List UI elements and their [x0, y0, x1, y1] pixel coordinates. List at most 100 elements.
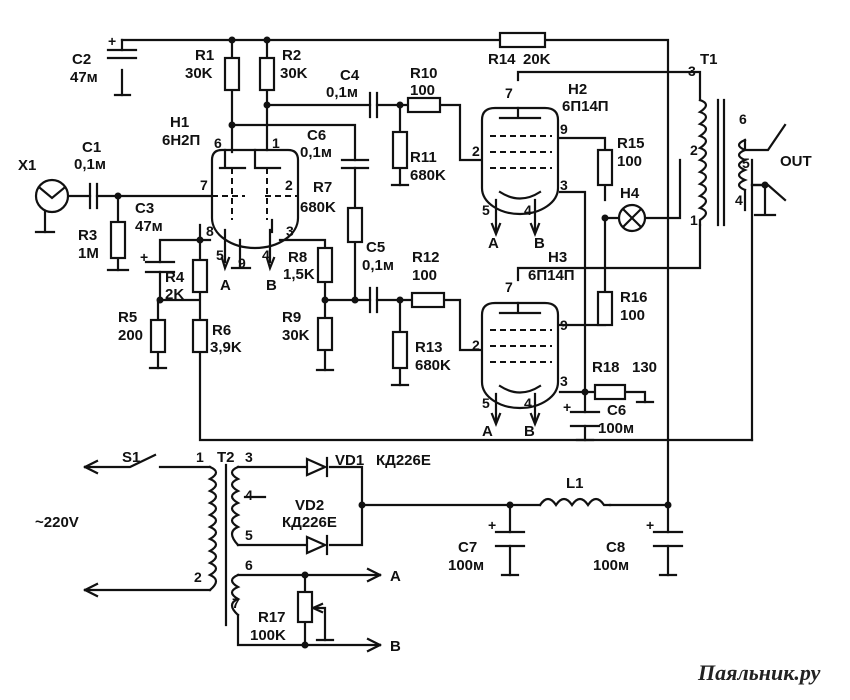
label-r1-ref: R1	[195, 47, 214, 64]
diode-vd1	[305, 456, 329, 478]
label-h3-val: 6П14П	[528, 267, 575, 284]
svg-text:2: 2	[194, 569, 202, 585]
label-r11-ref: R11	[410, 149, 437, 166]
capacitor-c1	[88, 182, 99, 210]
svg-text:2: 2	[285, 177, 293, 193]
label-r1-val: 30K	[185, 65, 213, 82]
node-a-h1: A	[220, 277, 231, 294]
label-r7-ref: R7	[313, 179, 332, 196]
lamp-h4	[617, 203, 647, 233]
svg-text:4: 4	[524, 202, 532, 218]
label-r11-val: 680K	[410, 167, 446, 184]
label-c7-val: 100м	[448, 557, 484, 574]
label-c5-val: 0,1м	[362, 257, 394, 274]
resistor-r8	[316, 246, 334, 284]
svg-text:4: 4	[735, 192, 743, 208]
label-c7-ref: C7	[458, 539, 477, 556]
label-r17-ref: R17	[258, 609, 286, 626]
label-r12-ref: R12	[412, 249, 440, 266]
svg-text:3: 3	[245, 449, 253, 465]
resistor-r3	[109, 220, 127, 260]
label-t2-ref: T2	[217, 449, 235, 466]
label-r4-ref: R4	[165, 269, 185, 286]
node-a-supply: A	[390, 568, 401, 585]
label-r3-ref: R3	[78, 227, 97, 244]
capacitor-c2	[106, 48, 138, 60]
label-c2-ref: C2	[72, 51, 91, 68]
label-r15-ref: R15	[617, 135, 645, 152]
svg-text:3: 3	[560, 177, 568, 193]
label-r17-val: 100K	[250, 627, 286, 644]
svg-text:+: +	[563, 399, 571, 415]
node-b-h2: B	[534, 235, 545, 252]
svg-text:2: 2	[472, 337, 480, 353]
svg-text:+: +	[646, 517, 654, 533]
label-t1-ref: T1	[700, 51, 718, 68]
svg-text:9: 9	[560, 317, 568, 333]
svg-text:7: 7	[200, 177, 208, 193]
node-a-h2: A	[488, 235, 499, 252]
resistors	[109, 31, 627, 624]
label-r18-ref: R18	[592, 359, 620, 376]
label-c6a-ref: C6	[307, 127, 326, 144]
resistor-r7	[346, 206, 364, 244]
svg-text:+: +	[488, 517, 496, 533]
resistor-r10	[406, 96, 442, 114]
svg-text:8: 8	[206, 223, 214, 239]
label-vd1-val: КД226Е	[376, 452, 431, 469]
label-r9-val: 30K	[282, 327, 310, 344]
label-c8-ref: C8	[606, 539, 625, 556]
label-c1-val: 0,1м	[74, 156, 106, 173]
svg-text:5: 5	[216, 247, 224, 263]
polarity-marks: + + + + +	[108, 33, 654, 533]
label-h3-ref: H3	[548, 249, 567, 266]
label-c3-val: 47м	[135, 218, 163, 235]
label-x1-ref: X1	[18, 157, 36, 174]
label-c6a-val: 0,1м	[300, 144, 332, 161]
svg-text:7: 7	[232, 595, 240, 611]
label-r10-val: 100	[410, 82, 435, 99]
choke-l1	[538, 497, 612, 507]
svg-text:7: 7	[505, 279, 513, 295]
label-s1-ref: S1	[122, 449, 140, 466]
svg-text:4: 4	[245, 487, 253, 503]
tube-h1	[210, 148, 300, 272]
label-c6b-val: 100м	[598, 420, 634, 437]
node-labels: A B A B A B A B	[220, 235, 545, 655]
label-r14-val: 20K	[523, 51, 551, 68]
resistor-r11	[391, 130, 409, 170]
label-l1-ref: L1	[566, 475, 584, 492]
resistor-r4	[191, 258, 209, 294]
label-h2-val: 6П14П	[562, 98, 609, 115]
svg-text:9: 9	[238, 255, 246, 271]
capacitor-c3	[144, 260, 176, 274]
label-c6b-ref: C6	[607, 402, 626, 419]
label-r2-ref: R2	[282, 47, 301, 64]
svg-text:6: 6	[245, 557, 253, 573]
label-h2-ref: H2	[568, 81, 587, 98]
svg-text:5: 5	[742, 155, 750, 171]
tube-h2	[480, 106, 560, 237]
resistor-r15	[596, 148, 614, 187]
label-c4-val: 0,1м	[326, 84, 358, 101]
svg-text:+: +	[140, 249, 148, 265]
label-vd2-ref: VD2	[295, 497, 324, 514]
svg-text:5: 5	[482, 202, 490, 218]
svg-text:3: 3	[560, 373, 568, 389]
label-r3-val: 1M	[78, 245, 99, 262]
label-c2-val: 47м	[70, 69, 98, 86]
capacitor-c8	[652, 530, 684, 548]
capacitor-c6-interstage	[340, 158, 370, 170]
svg-text:5: 5	[245, 527, 253, 543]
label-c5-ref: C5	[366, 239, 385, 256]
resistor-r2	[258, 56, 276, 92]
label-r9-ref: R9	[282, 309, 301, 326]
label-c8-val: 100м	[593, 557, 629, 574]
svg-text:6: 6	[214, 135, 222, 151]
svg-text:4: 4	[524, 395, 532, 411]
power-transformer-t2	[207, 463, 241, 627]
pin-numbers: 6 1 7 2 8 3 5 9 4 7 9 2 3 5 4 7 9 2 3 5 …	[194, 63, 750, 611]
input-jack-x1[interactable]	[34, 178, 70, 214]
label-c1-ref: C1	[82, 139, 101, 156]
